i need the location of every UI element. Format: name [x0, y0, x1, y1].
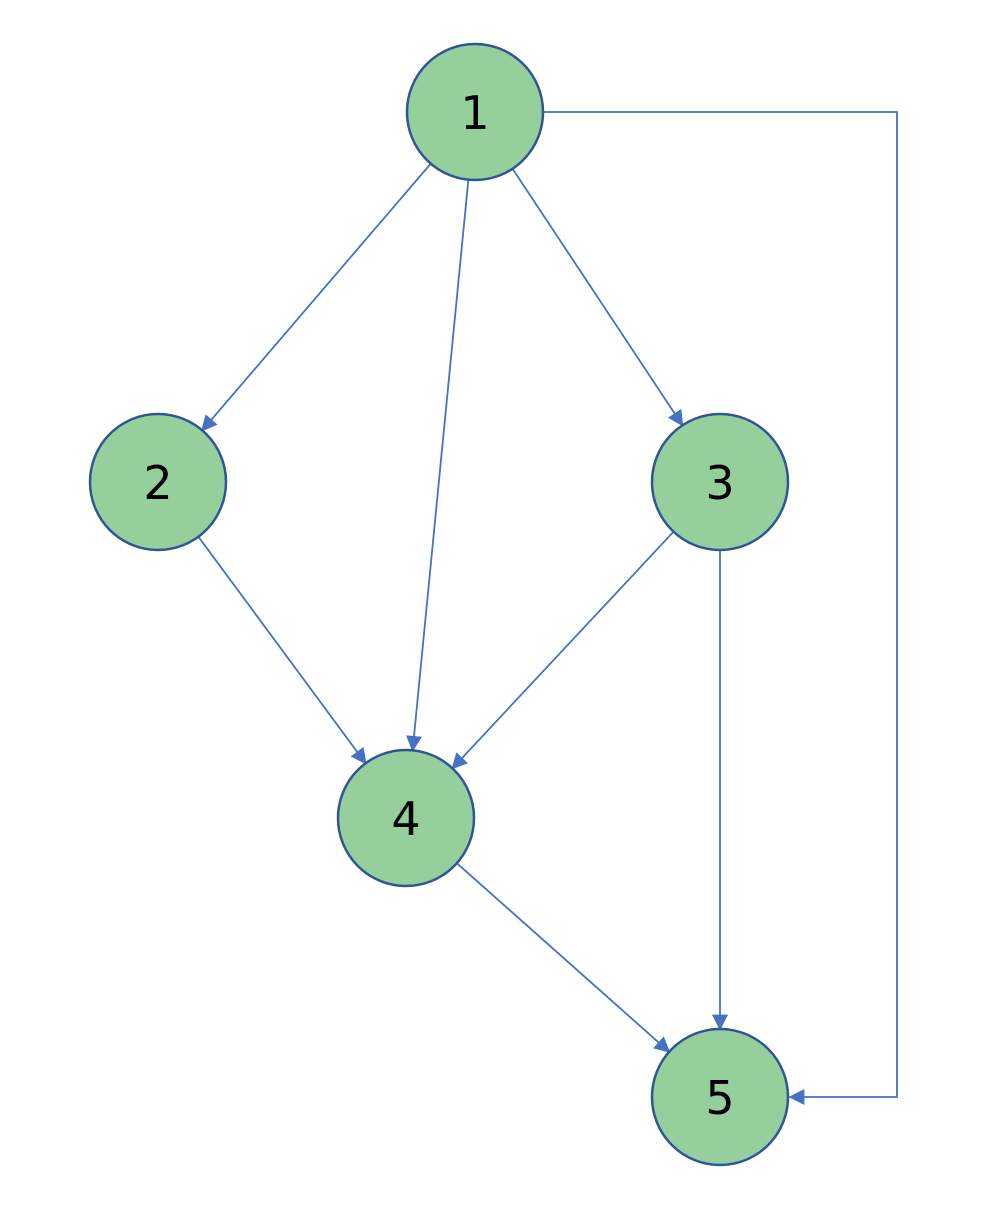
edges-layer	[197, 111, 898, 1105]
node-5: 5	[650, 1027, 790, 1167]
node-4-label: 4	[391, 792, 420, 846]
node-3-label: 3	[705, 456, 734, 510]
edge-3-to-4	[451, 531, 675, 770]
edge-1-to-3	[511, 168, 684, 427]
node-5-label: 5	[705, 1071, 734, 1125]
node-2-circle	[88, 412, 228, 552]
nodes-layer: 1 2 3 4 5	[88, 42, 790, 1167]
edge-1-to-2	[201, 163, 432, 432]
node-3-circle	[650, 412, 790, 552]
node-1-label: 1	[460, 86, 489, 140]
node-4: 4	[336, 748, 476, 888]
edge-2-to-4	[197, 536, 367, 765]
edge-1-to-4	[406, 179, 470, 752]
node-4-circle	[336, 748, 476, 888]
node-1: 1	[405, 42, 545, 182]
node-3: 3	[650, 412, 790, 552]
node-2: 2	[88, 412, 228, 552]
edge-1-to-5	[543, 111, 898, 1105]
node-1-circle	[405, 42, 545, 182]
node-5-circle	[650, 1027, 790, 1167]
edge-4-to-5	[456, 862, 671, 1053]
node-2-label: 2	[143, 456, 172, 510]
